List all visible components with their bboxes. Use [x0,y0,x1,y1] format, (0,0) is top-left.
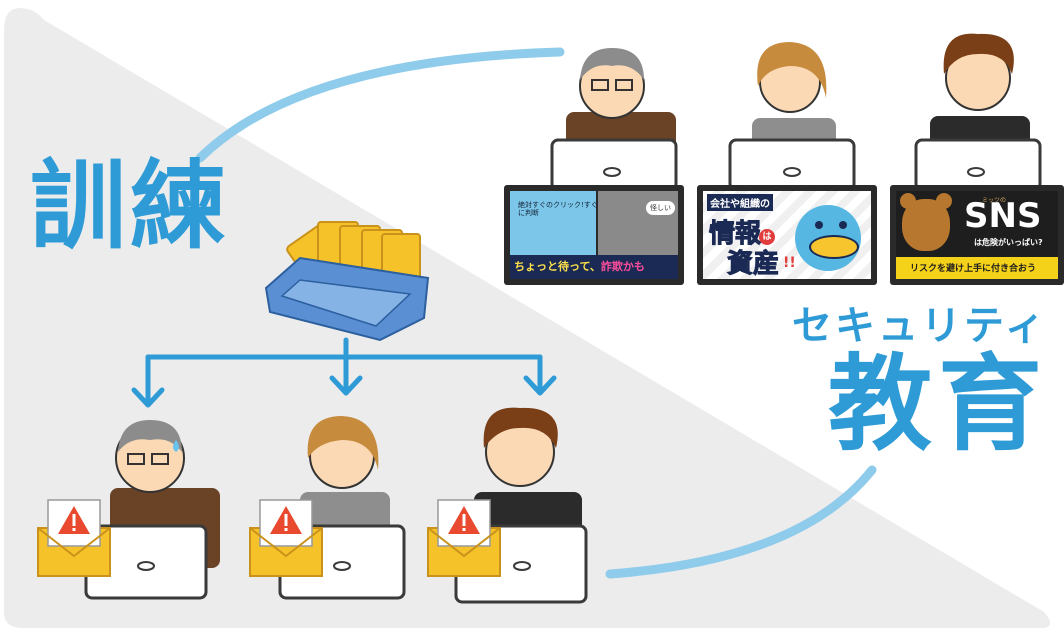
screen-1-caption-a: ちょっと待って、 [514,260,601,273]
penguin-eye-right [839,221,847,229]
distribution-arrows [131,337,557,408]
mail-tray-icon [264,221,430,342]
bear-ear-left [900,193,916,209]
bear-ear-right [936,193,952,209]
screen-2-big-text-a: 情報 [708,219,762,250]
screen-2-top-text: 会社や組織の [707,194,773,211]
education-video-screen-2: 会社や組織の 情報 は 資産 !! [697,185,877,285]
education-video-screen-1: 絶対すぐのクリック!すぐに判断 怪しい ちょっと待って、詐欺かも [504,185,684,285]
learner-person-1 [550,48,678,192]
screen-2-particle: は [759,229,775,245]
training-label: 訓練 [30,150,230,262]
screen-1-bubble: 怪しい [646,201,675,215]
trainee-person-1 [84,420,220,600]
screen-2-big-text-b: 資産 [726,249,780,280]
penguin-eye-left [815,221,823,229]
security-label: セキュリティ [792,303,1048,349]
education-video-screen-3: ミッツの SNS は危険がいっぱい? リスクを避け上手に付き合おう [890,185,1064,285]
bottom-arc-line [605,465,877,579]
learner-person-2 [728,42,856,192]
trainee-person-2 [278,416,406,600]
screen-3-caption: リスクを避け上手に付き合おう [910,264,1037,274]
penguin-mascot-icon [795,205,861,271]
screen-1-caption-b: 詐欺かも [600,260,645,273]
screen-2-exclaim: !! [783,255,796,271]
learner-person-3 [914,33,1042,192]
bear-mascot-icon [900,193,952,251]
penguin-beak [809,235,859,259]
alert-envelope-icon-2 [249,499,323,577]
screen-1-caption-bar [510,255,678,279]
screen-1-caption: ちょっと待って、詐欺かも [514,258,645,274]
alert-envelope-icon-1 [37,499,111,577]
screen-3-sub-text: ミッツの [982,197,1007,204]
screen-3-caption-bar [896,257,1058,279]
top-arc-line [195,47,565,163]
alert-envelope-icon-3 [427,499,501,577]
gray-triangle-background [4,8,1051,628]
education-label: 教育 [828,343,1049,465]
screen-3-big-text: SNS [964,196,1042,236]
screen-1-top-text: 絶対すぐのクリック!すぐに判断 [518,201,598,218]
screen-3-mid-text: は危険がいっぱい? [974,238,1043,247]
trainee-person-3 [454,407,588,604]
